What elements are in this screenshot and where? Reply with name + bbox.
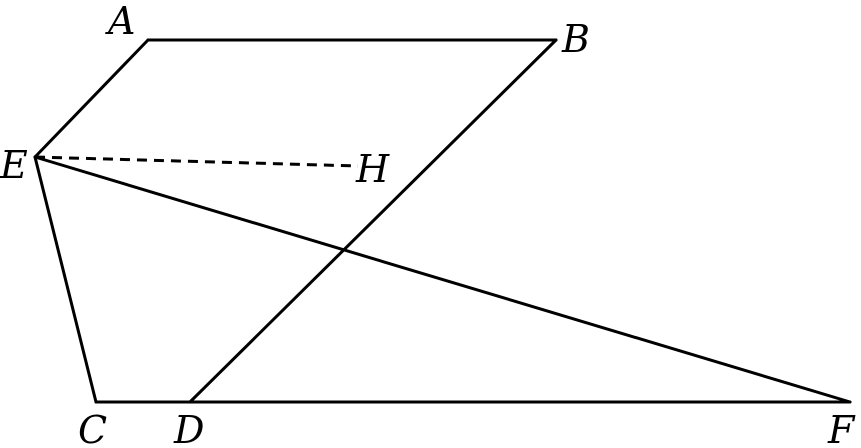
label-H: H xyxy=(355,147,390,191)
label-E: E xyxy=(0,143,28,187)
segment-EC xyxy=(33,155,98,404)
segment-AE xyxy=(33,38,150,159)
label-C: C xyxy=(78,408,107,448)
label-D: D xyxy=(173,408,204,448)
segment-EF xyxy=(33,155,852,404)
label-B: B xyxy=(561,17,590,61)
segment-BD xyxy=(188,38,558,404)
label-F: F xyxy=(827,408,856,448)
label-A: A xyxy=(105,0,135,43)
segment-EH-dashed xyxy=(34,155,359,168)
